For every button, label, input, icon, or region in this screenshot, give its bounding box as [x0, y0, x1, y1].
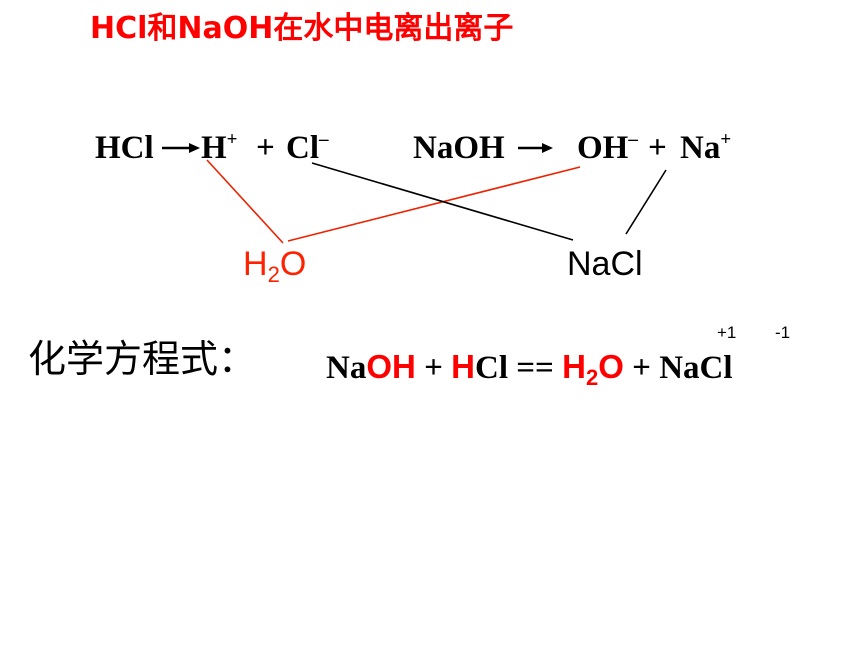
- h-ion: H+: [201, 129, 238, 166]
- naoh-formula: NaOH: [413, 130, 505, 166]
- hcl-formula: HCl: [95, 130, 154, 166]
- eq-na: Na: [326, 350, 367, 386]
- eq-h: H: [451, 348, 475, 385]
- ion-plus-sign: +: [256, 130, 275, 166]
- water-product: H2O: [243, 245, 307, 287]
- eq-plus-2: +: [623, 350, 660, 386]
- eq-nacl: NaCl: [659, 350, 733, 386]
- eq-cl: Cl: [475, 350, 508, 386]
- slide-title: HCl和NaOH在水中电离出离子: [90, 11, 514, 46]
- eq-oh: OH: [366, 348, 416, 385]
- na-ion: Na+: [680, 129, 732, 166]
- oxidation-state-cl: -1: [775, 323, 791, 342]
- oh-ion: OH–: [577, 129, 638, 166]
- oh-to-water-line: [287, 166, 581, 242]
- ionize-arrowhead-naoh: [542, 143, 553, 153]
- equation-label: 化学方程式：: [28, 337, 257, 381]
- cl-ion: Cl–: [286, 129, 329, 166]
- eq-plus-1: +: [415, 350, 452, 386]
- h-to-water-line: [206, 159, 284, 244]
- eq-water: H2O: [562, 348, 624, 390]
- oxidation-state-na: +1: [717, 323, 737, 342]
- eq-equals: ==: [508, 350, 563, 386]
- ion-plus-sign-2: +: [648, 130, 667, 166]
- na-to-nacl-line: [625, 169, 667, 235]
- nacl-product: NaCl: [567, 245, 643, 283]
- chemical-equation: NaOH + HCl == H2O + NaCl: [326, 348, 733, 390]
- ionize-arrowhead-hcl: [189, 143, 200, 153]
- cl-to-nacl-line: [311, 162, 574, 241]
